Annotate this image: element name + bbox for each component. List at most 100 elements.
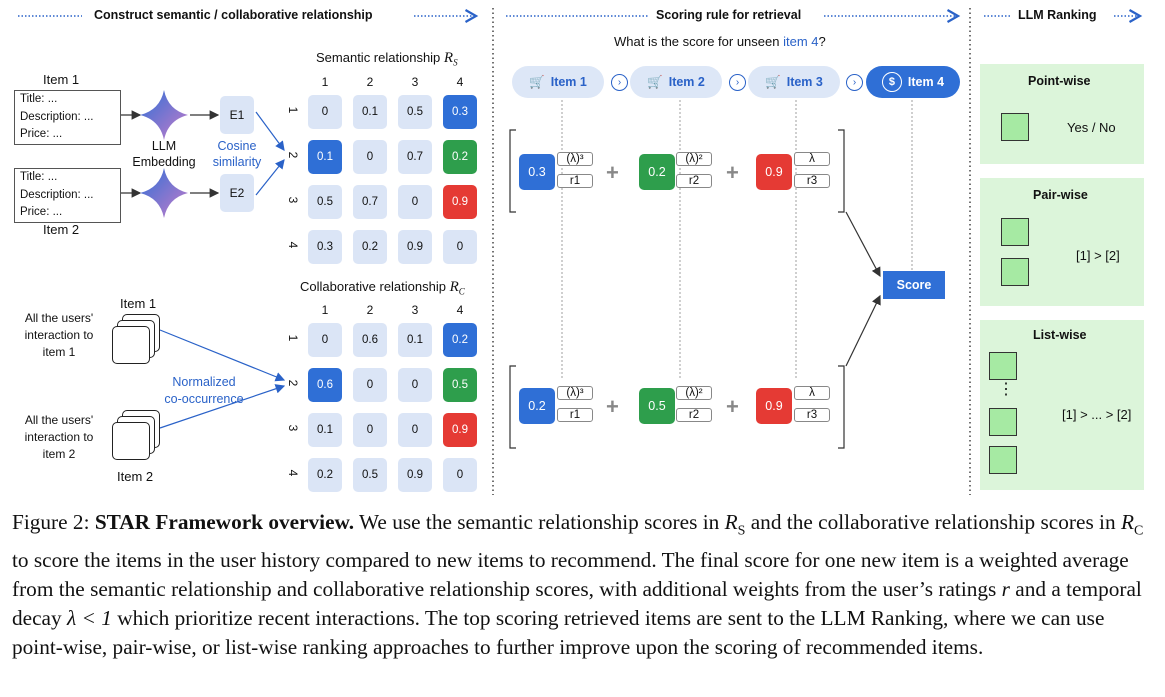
collab-cell: 0.6 <box>353 323 387 357</box>
header-scoring: Scoring rule for retrieval <box>656 8 802 22</box>
pill-item-2-label: Item 2 <box>668 75 705 89</box>
semantic-cell: 0.7 <box>353 185 387 219</box>
row1-score-2: 0.2 <box>639 154 675 190</box>
collab-col-label: 2 <box>366 303 374 317</box>
listwise-item-square-3 <box>989 446 1017 474</box>
pill-item-4-label: Item 4 <box>907 75 945 89</box>
semantic-cell: 0.9 <box>443 185 477 219</box>
semantic-cell: 0.3 <box>308 230 342 264</box>
semantic-cell: 0.3 <box>443 95 477 129</box>
row2-score-1: 0.2 <box>519 388 555 424</box>
row2-score-2: 0.5 <box>639 388 675 424</box>
collab-symbol: R <box>449 279 459 295</box>
caption-rs: R <box>724 510 738 534</box>
pill-item-3: 🛒Item 3 <box>748 66 840 98</box>
semantic-cell: 0 <box>308 95 342 129</box>
row2-rating-2: r2 <box>676 408 712 422</box>
semantic-subscript: S <box>453 57 458 68</box>
item2-label: Item 2 <box>43 222 80 237</box>
normalized-cooccurrence-label: Normalized co-occurrence <box>164 375 244 406</box>
row2-lambda-2: (λ)² <box>676 386 712 400</box>
semantic-col-label: 3 <box>411 75 419 89</box>
semantic-cell: 0 <box>353 140 387 174</box>
pill-item-4: $ Item 4 <box>866 66 960 98</box>
semantic-row-label: 3 <box>286 196 300 204</box>
next-arrow-icon-3: › <box>846 74 863 91</box>
cart-icon: 🛒 <box>765 74 781 89</box>
row2-rating-1: r1 <box>557 408 593 422</box>
semantic-col-label: 1 <box>321 75 329 89</box>
row1-rating-1: r1 <box>557 174 593 188</box>
collab-row-label: 1 <box>286 334 300 342</box>
caption-p5: which prioritize recent interactions. Th… <box>12 606 1105 660</box>
caption-bold: STAR Framework overview. <box>94 510 355 534</box>
collab-cell: 0.5 <box>443 368 477 402</box>
pill-item-1-label: Item 1 <box>550 75 587 89</box>
plus-icon: + <box>606 394 619 419</box>
caption-p1: We use the semantic relationship scores … <box>354 510 725 534</box>
collab-cell: 0.2 <box>308 458 342 492</box>
collab-cell: 0.5 <box>353 458 387 492</box>
collab-title: Collaborative relationship RC <box>300 279 465 297</box>
listwise-title: List-wise <box>1033 328 1087 342</box>
collab-col-label: 3 <box>411 303 419 317</box>
dollar-icon: $ <box>881 72 902 92</box>
pairwise-title: Pair-wise <box>1033 188 1088 202</box>
llm-star-icon-2 <box>140 168 188 218</box>
pointwise-title: Point-wise <box>1028 74 1091 88</box>
semantic-symbol: R <box>443 50 454 66</box>
semantic-row-label: 1 <box>286 106 300 114</box>
collab-cell: 0.1 <box>398 323 432 357</box>
semantic-cell: 0.5 <box>308 185 342 219</box>
score-box: Score <box>883 271 945 299</box>
cart-icon: 🛒 <box>529 74 545 89</box>
listwise-item-square-2 <box>989 408 1017 436</box>
semantic-col-label: 2 <box>366 75 374 89</box>
pointwise-output: Yes / No <box>1067 120 1116 135</box>
embedding-e1: E1 <box>220 96 254 134</box>
caption-rc: R <box>1120 510 1134 534</box>
item1-card: Title: ... Description: ... Price: ... <box>14 90 121 145</box>
pairwise-output: [1] > [2] <box>1076 248 1120 263</box>
pill-item-1: 🛒 Item 1 <box>512 66 604 98</box>
question-item: item 4 <box>783 34 819 49</box>
listwise-dots: ⋮ <box>998 381 1014 398</box>
header-llm-ranking: LLM Ranking <box>1018 8 1097 22</box>
semantic-cell: 0.1 <box>308 140 342 174</box>
item1-title-field: Title: ... <box>20 93 58 105</box>
collab-cell: 0 <box>398 368 432 402</box>
caption-p2: and the collaborative relationship score… <box>745 510 1121 534</box>
cooccur-item1-label: Item 1 <box>120 296 157 311</box>
item2-title-field: Title: ... <box>20 171 58 183</box>
caption-r: r <box>1001 576 1010 601</box>
cooccur-item2-label: Item 2 <box>117 469 154 484</box>
row1-lambda-3: λ <box>794 152 830 166</box>
embedding-e2: E2 <box>220 174 254 212</box>
collab-subscript: C <box>458 286 465 297</box>
row2-lambda-1: (λ)³ <box>557 386 593 400</box>
row2-rating-3: r3 <box>794 408 830 422</box>
pairwise-item-square-1 <box>1001 218 1029 246</box>
pill-item-2: 🛒 Item 2 <box>630 66 722 98</box>
question-suffix: ? <box>818 34 826 49</box>
item1-description-field: Description: ... <box>20 110 94 123</box>
users-item2-label: All the users' interaction to item 2 <box>24 413 94 461</box>
semantic-cell: 0.7 <box>398 140 432 174</box>
plus-icon: + <box>726 160 739 185</box>
collab-cell: 0 <box>398 413 432 447</box>
cart-icon: 🛒 <box>647 74 663 89</box>
item1-price-field: Price: ... <box>20 128 63 140</box>
row1-rating-2: r2 <box>676 174 712 188</box>
next-arrow-icon-2: › <box>729 74 746 91</box>
semantic-cell: 0.5 <box>398 95 432 129</box>
row1-rating-3: r3 <box>794 174 830 188</box>
collab-row-label: 3 <box>286 424 300 432</box>
semantic-cell: 0.2 <box>353 230 387 264</box>
semantic-cell: 0 <box>398 185 432 219</box>
header-construct: Construct semantic / collaborative relat… <box>94 8 373 22</box>
plus-icon: + <box>726 394 739 419</box>
caption-rs-sub: S <box>737 523 746 539</box>
next-arrow-icon-1: › <box>611 74 628 91</box>
collab-title-text: Collaborative relationship <box>300 279 446 294</box>
row2-lambda-3: λ <box>794 386 830 400</box>
